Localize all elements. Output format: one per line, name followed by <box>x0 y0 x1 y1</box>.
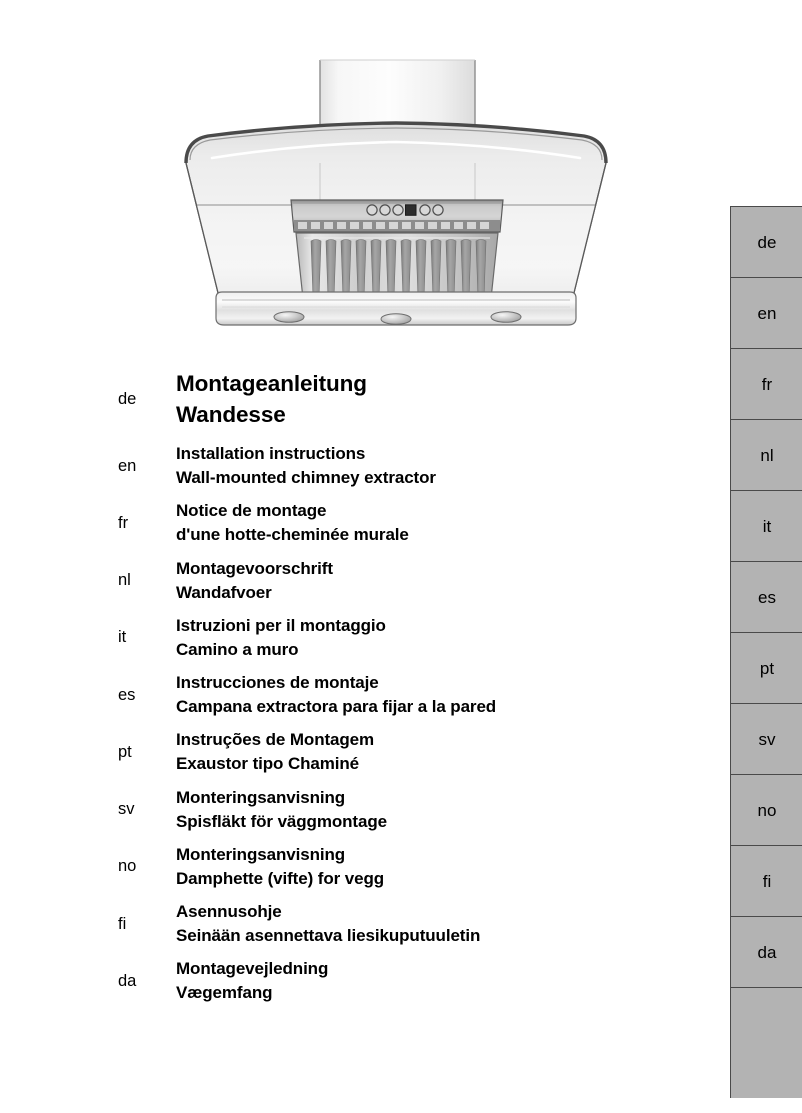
tab-label-da: da <box>757 942 777 962</box>
language-code-pt: pt <box>118 742 132 761</box>
language-code-de: de <box>118 389 137 408</box>
language-title-pt: Instruções de Montagem <box>176 730 375 750</box>
language-subtitle-es: Campana extractora para fijar a la pared <box>176 697 497 717</box>
language-titles-en: Installation instructions Wall-mounted c… <box>176 442 638 490</box>
control-button-2[interactable] <box>379 204 391 216</box>
language-titles-es: Instrucciones de montaje Campana extract… <box>176 671 638 719</box>
language-title-de: Montageanleitung <box>176 371 367 396</box>
tab-blank <box>731 988 802 1098</box>
language-entry-es: es Instrucciones de montaje Campana extr… <box>118 671 638 719</box>
language-code-fi: fi <box>118 914 127 933</box>
tab-es[interactable]: es <box>731 562 802 633</box>
tab-sv[interactable]: sv <box>731 704 802 775</box>
language-code-fr: fr <box>118 513 129 532</box>
language-subtitle-sv: Spisfläkt för väggmontage <box>176 811 387 831</box>
language-titles-no: Monteringsanvisning Damphette (vifte) fo… <box>176 843 638 891</box>
language-title-da: Montagevejledning <box>176 959 329 979</box>
language-code-sv: sv <box>118 800 135 819</box>
tab-pt[interactable]: pt <box>731 633 802 704</box>
language-tab-strip: de en fr nl it es pt sv no fi da <box>730 206 802 1098</box>
language-entry-sv: sv Monteringsanvisning Spisfläkt för väg… <box>118 786 638 834</box>
language-titles-pt: Instruções de Montagem Exaustor tipo Cha… <box>176 728 638 776</box>
bottom-light-bar <box>215 291 577 326</box>
tab-label-es: es <box>758 587 776 607</box>
language-title-it: Istruzioni per il montaggio <box>176 615 386 635</box>
tab-label-de: de <box>757 232 777 252</box>
tab-de[interactable]: de <box>731 207 802 278</box>
language-titles-da: Montagevejledning Vægemfang <box>176 957 638 1005</box>
extractor-hood-drawing <box>184 59 608 326</box>
language-subtitle-en: Wall-mounted chimney extractor <box>176 468 436 488</box>
language-entry-pt: pt Instruções de Montagem Exaustor tipo … <box>118 728 638 776</box>
language-title-sv: Monteringsanvisning <box>176 787 346 807</box>
language-titles-fr: Notice de montage d'une hotte-cheminée m… <box>176 499 638 547</box>
language-title-nl: Montagevoorschrift <box>176 558 333 578</box>
language-code-nl: nl <box>118 571 131 590</box>
tab-da[interactable]: da <box>731 917 802 988</box>
language-subtitle-de: Wandesse <box>176 402 286 428</box>
tab-label-no: no <box>757 800 777 820</box>
language-subtitle-da: Vægemfang <box>176 983 273 1003</box>
control-display <box>405 204 417 216</box>
halogen-light-right <box>490 311 522 323</box>
language-subtitle-fi: Seinään asennettava liesikuputuuletin <box>176 926 481 946</box>
control-button-1[interactable] <box>366 204 378 216</box>
tab-label-fi: fi <box>762 871 772 891</box>
language-title-es: Instrucciones de montaje <box>176 673 379 693</box>
halogen-light-left <box>273 311 305 323</box>
language-title-fr: Notice de montage <box>176 501 327 521</box>
language-entry-fr: fr Notice de montage d'une hotte-cheminé… <box>118 499 638 547</box>
language-title-list: de Montageanleitung Wandesse en Installa… <box>118 368 638 1015</box>
language-entry-no: no Monteringsanvisning Damphette (vifte)… <box>118 843 638 891</box>
language-title-fi: Asennusohje <box>176 902 282 922</box>
tab-no[interactable]: no <box>731 775 802 846</box>
tab-label-it: it <box>762 516 772 536</box>
tab-fi[interactable]: fi <box>731 846 802 917</box>
language-code-en: en <box>118 456 137 475</box>
language-entry-de: de Montageanleitung Wandesse <box>118 368 638 430</box>
language-entry-en: en Installation instructions Wall-mounte… <box>118 442 638 490</box>
tab-label-nl: nl <box>760 445 774 465</box>
product-illustration <box>0 0 802 360</box>
panel-vent-strip <box>294 220 500 231</box>
halogen-light-center <box>380 313 412 325</box>
tab-label-sv: sv <box>758 729 776 749</box>
control-panel <box>290 199 504 233</box>
language-title-en: Installation instructions <box>176 444 366 464</box>
language-entry-it: it Istruzioni per il montaggio Camino a … <box>118 614 638 662</box>
language-entry-nl: nl Montagevoorschrift Wandafvoer <box>118 557 638 605</box>
language-code-no: no <box>118 857 137 876</box>
tab-en[interactable]: en <box>731 278 802 349</box>
control-buttons[interactable] <box>366 204 444 216</box>
tab-label-en: en <box>757 303 777 323</box>
language-subtitle-pt: Exaustor tipo Chaminé <box>176 754 360 774</box>
control-button-5[interactable] <box>432 204 444 216</box>
control-button-4[interactable] <box>419 204 431 216</box>
language-titles-sv: Monteringsanvisning Spisfläkt för väggmo… <box>176 786 638 834</box>
language-code-da: da <box>118 971 137 990</box>
language-code-it: it <box>118 628 127 647</box>
language-titles-it: Istruzioni per il montaggio Camino a mur… <box>176 614 638 662</box>
tab-fr[interactable]: fr <box>731 349 802 420</box>
language-title-no: Monteringsanvisning <box>176 844 346 864</box>
language-titles-nl: Montagevoorschrift Wandafvoer <box>176 557 638 605</box>
tab-nl[interactable]: nl <box>731 420 802 491</box>
language-entry-da: da Montagevejledning Vægemfang <box>118 957 638 1005</box>
language-subtitle-fr: d'une hotte-cheminée murale <box>176 525 409 545</box>
language-entry-fi: fi Asennusohje Seinään asennettava liesi… <box>118 900 638 948</box>
language-titles-de: Montageanleitung Wandesse <box>176 368 638 430</box>
language-subtitle-no: Damphette (vifte) for vegg <box>176 868 385 888</box>
tab-label-pt: pt <box>759 658 775 678</box>
language-subtitle-it: Camino a muro <box>176 639 299 659</box>
language-subtitle-nl: Wandafvoer <box>176 582 272 602</box>
grease-filter[interactable] <box>295 232 499 309</box>
control-button-3[interactable] <box>392 204 404 216</box>
tab-label-fr: fr <box>761 374 773 394</box>
language-code-es: es <box>118 685 136 704</box>
tab-it[interactable]: it <box>731 491 802 562</box>
language-titles-fi: Asennusohje Seinään asennettava liesikup… <box>176 900 638 948</box>
